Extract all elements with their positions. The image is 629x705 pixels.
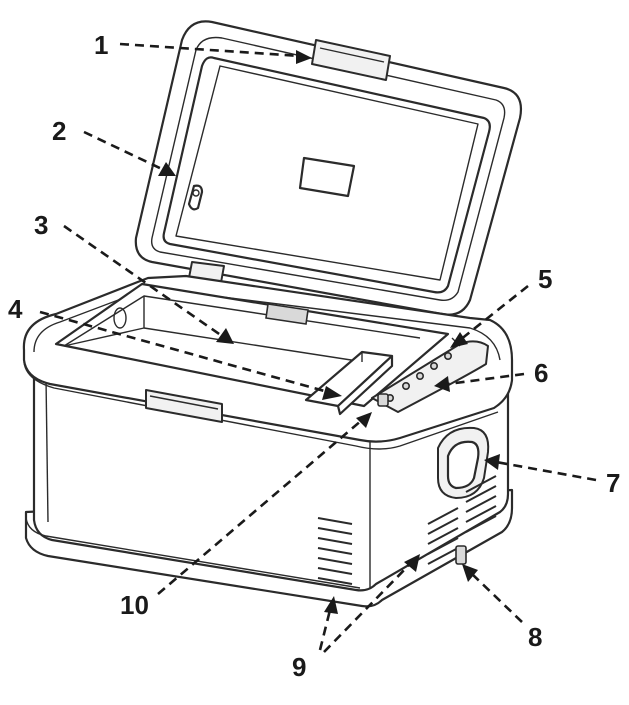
leader-3 [63, 224, 223, 338]
leader-9b [323, 563, 411, 653]
power-button [377, 393, 389, 407]
callout-3: 3 [34, 210, 48, 240]
leader-9a [318, 609, 332, 651]
callout-2: 2 [52, 116, 66, 146]
side-vent-upper [465, 475, 497, 533]
leader-8 [471, 573, 523, 623]
dc-power-socket [455, 545, 467, 565]
callout-7: 7 [606, 468, 620, 498]
callout-5: 5 [538, 264, 552, 294]
leader-4 [39, 310, 329, 394]
callout-4: 4 [8, 294, 23, 324]
front-vent [317, 517, 353, 585]
callout-8: 8 [528, 622, 542, 652]
leader-7 [495, 460, 597, 482]
front-handle [145, 389, 223, 423]
lid-latch [187, 184, 204, 211]
callout-9: 9 [292, 652, 306, 682]
side-vent-lower [427, 507, 459, 565]
leader-6 [447, 372, 525, 386]
side-handle [437, 426, 490, 499]
callout-10: 10 [120, 590, 149, 620]
callout-labels: 1 2 3 4 5 6 7 8 9 10 [8, 30, 620, 682]
leader-1 [119, 42, 301, 58]
leader-2 [83, 130, 165, 172]
lid-handle [311, 39, 391, 81]
callout-1: 1 [94, 30, 108, 60]
lid-label-plate [298, 156, 356, 198]
leader-lines [39, 42, 597, 653]
callout-6: 6 [534, 358, 548, 388]
control-panel [371, 337, 489, 413]
